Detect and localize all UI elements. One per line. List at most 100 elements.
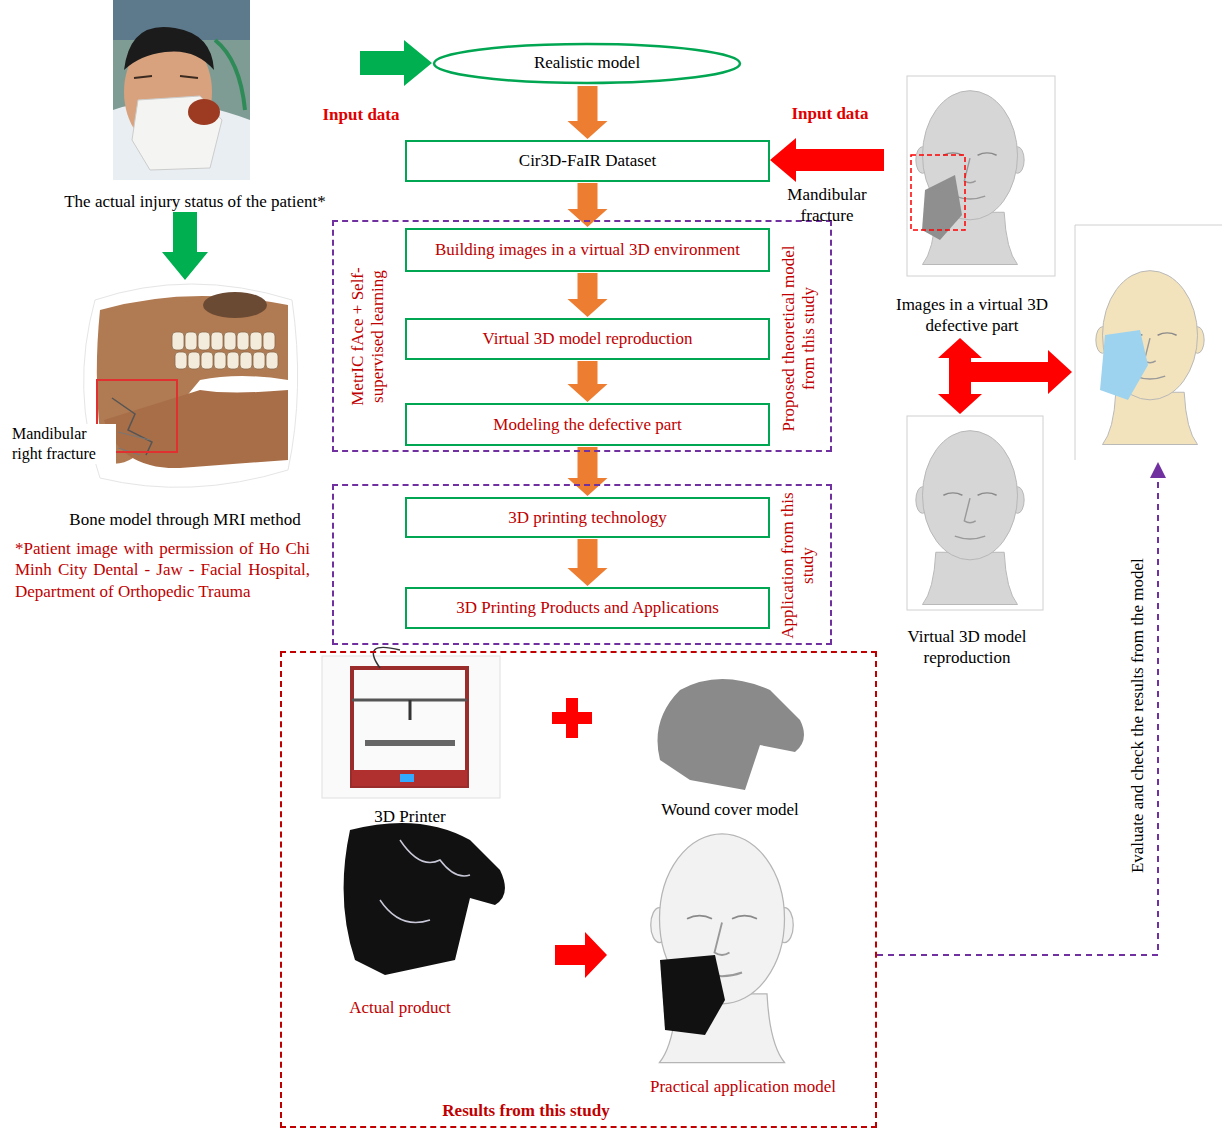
evaluate-connector [1150,462,1166,478]
image-caption: Practical application model [613,1076,873,1097]
patient-photo [132,96,222,170]
process-box: 3D printing technology [405,497,770,538]
patient-photo [113,0,250,180]
patched-head-image [1075,225,1222,460]
printed-cover [380,840,470,923]
image-caption: 3D Printer [330,806,490,827]
block-arrow [360,40,432,86]
node-text: 3D Printing Products and Applications [456,598,719,618]
patched-head-image [1075,225,1222,460]
printer-image [409,700,412,720]
image-caption: The actual injury status of the patient* [30,192,360,212]
printer-image [365,740,455,746]
teeth [253,352,265,369]
red-arrow [968,350,1072,394]
callout-label: Mandibular right fracture [12,424,116,464]
teeth [214,352,226,369]
block-arrow [162,212,208,280]
skull-illustration [112,398,152,455]
note-text: *Patient image with permission of Ho Chi… [15,538,310,602]
block-arrow [568,539,608,586]
printed-cover [344,823,505,975]
node-text: 3D printing technology [508,508,667,528]
block-arrow [770,138,884,182]
printer-image [400,774,414,782]
teeth [175,352,187,369]
face-model [660,955,725,1035]
dashed-group: Building images in a virtual 3D environm… [332,220,832,452]
image-node: Images in a virtual 3D defective part [884,76,1060,336]
teeth [172,332,184,350]
block-arrow [938,338,982,414]
patched-head-image [1100,330,1148,400]
wound-cover-shape [658,679,805,790]
teeth [198,332,210,350]
block-arrow [568,273,608,317]
image-caption: Actual product [300,997,500,1018]
start-ellipse: Realistic model [432,42,742,85]
image-caption: Bone model through MRI method [40,510,330,530]
teeth [227,352,239,369]
evaluate-connector [877,462,1166,955]
plus-sign [566,698,578,738]
patient-photo [134,76,198,78]
block-arrow [568,361,608,402]
group-label: Application from this study [778,490,817,640]
group-label: MetrIC fAce + Self-supervised learning [348,236,387,436]
image-node: Bone model through MRI method [40,280,330,530]
block-arrow [568,86,608,139]
red-arrow [555,932,607,978]
teeth [237,332,249,350]
patient-photo [124,27,214,70]
teeth [188,352,200,369]
teeth [201,352,213,369]
vertical-label: Evaluate and check the results from the … [1127,505,1148,925]
reproduced-head-image [916,431,1024,605]
process-box: Building images in a virtual 3D environm… [405,228,770,272]
printer-image [322,647,500,798]
skull-illustration [104,390,288,468]
teeth [263,332,275,350]
teeth [185,332,197,350]
defective-head-image [916,91,1024,265]
teeth [266,352,278,369]
dataset-box: Cir3D-FaIR Dataset [405,140,770,182]
node-text: Realistic model [534,53,640,73]
patient-photo [215,40,245,110]
image-node: Virtual 3D model reproduction [884,416,1050,668]
process-box: 3D Printing Products and Applications [405,587,770,629]
node-text: Virtual 3D model reproduction [482,329,692,349]
image-caption: Images in a virtual 3D defective part [884,295,1060,336]
face-model [651,834,794,1063]
image-caption: Virtual 3D model reproduction [884,627,1050,668]
reproduced-head-image [907,416,1043,610]
process-box: Modeling the defective part [405,403,770,446]
printer-image [352,668,467,786]
teeth [240,352,252,369]
patient-photo [113,0,250,180]
teeth [211,332,223,350]
defective-head-image [911,155,965,230]
image-caption: Wound cover model [620,799,840,820]
node-text: Cir3D-FaIR Dataset [519,151,656,171]
reproduced-head-image [907,416,1043,610]
defective-head-image [907,76,1055,276]
ellipse-shape [434,44,740,83]
teeth [172,332,278,369]
evaluate-connector [877,478,1158,955]
plus-sign [552,698,592,738]
patient-photo [188,99,220,125]
printer-image [352,770,467,786]
process-box: Virtual 3D model reproduction [405,318,770,360]
skull-illustration [203,292,267,318]
patched-head-image [1096,271,1204,445]
edge-label: Mandibular fracture [779,184,875,227]
input-label: Input data [770,103,890,124]
printed-cover [344,823,505,975]
input-label: Input data [301,104,421,125]
results-region: Results from this study [280,651,877,1128]
face-model [651,834,794,1063]
dashed-group: 3D printing technology 3D Printing Produc… [332,484,832,645]
block-arrow [568,447,608,496]
